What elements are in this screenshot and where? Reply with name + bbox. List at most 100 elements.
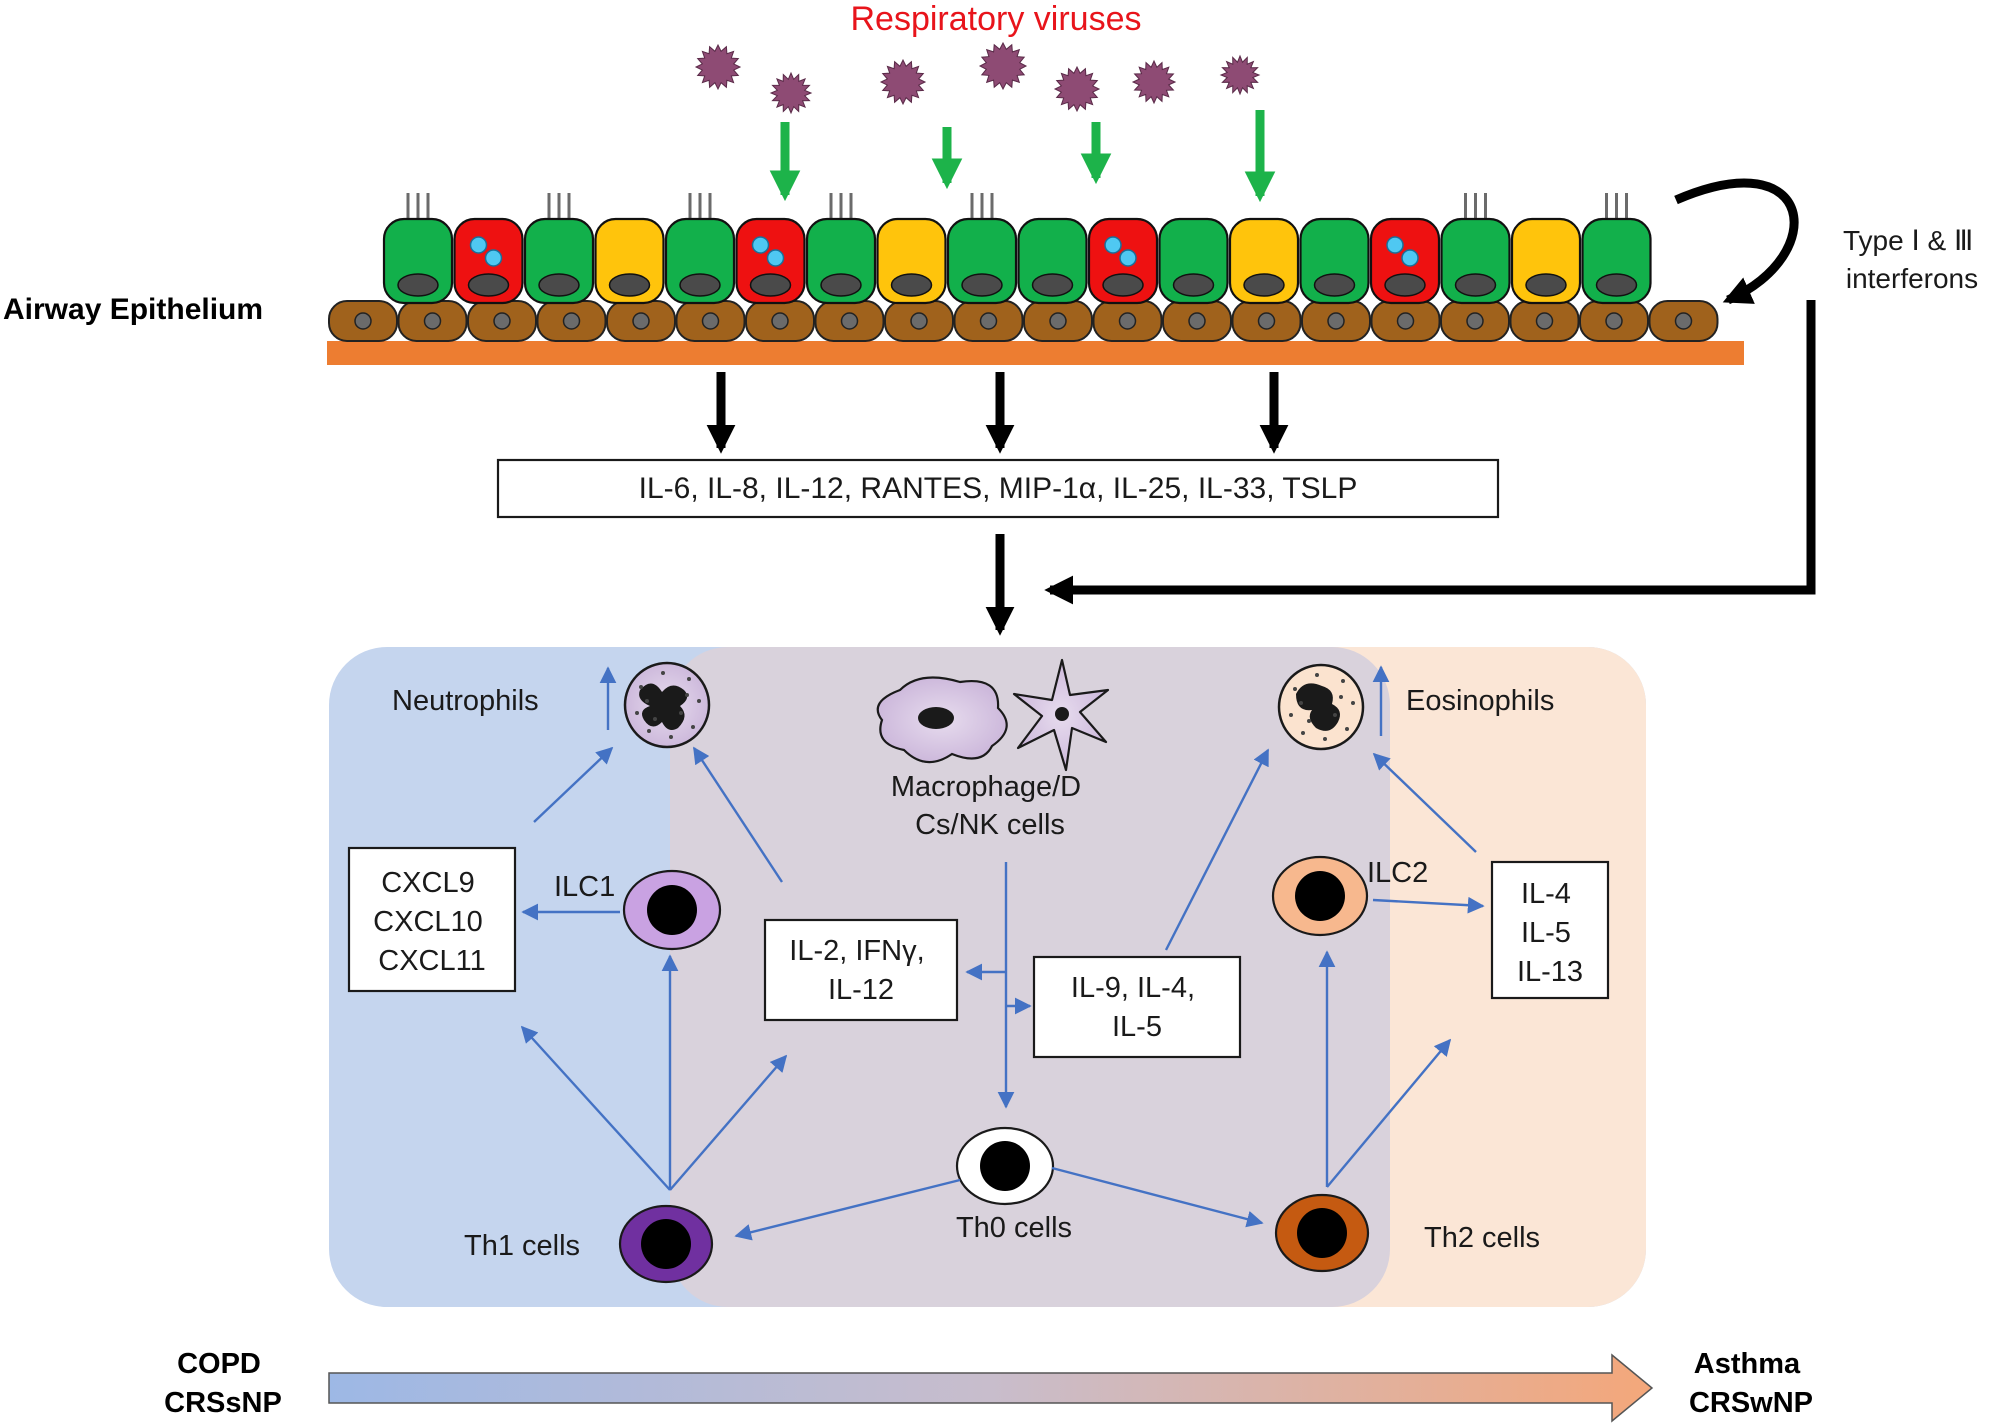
cxcl-item: CXCL10 bbox=[373, 906, 483, 938]
blue-arrow bbox=[533, 746, 614, 823]
basal-cell bbox=[467, 300, 537, 342]
th2-cytokine-box bbox=[1490, 860, 1610, 1000]
label-right-disease: Asthma CRSwNP bbox=[1689, 1348, 1813, 1419]
ilc2-cell bbox=[1271, 855, 1369, 937]
virus-icon bbox=[1053, 65, 1101, 113]
th2-cytokine-item: IL-13 bbox=[1517, 956, 1583, 988]
basement-membrane bbox=[327, 341, 1744, 365]
basal-cell bbox=[328, 300, 398, 342]
ciliated-cell bbox=[1017, 217, 1088, 305]
disease-spectrum-arrow bbox=[328, 1353, 1654, 1423]
cxcl-item: CXCL9 bbox=[381, 867, 475, 899]
th1-cytokine-list: IL-2, IFNγ, IL-12 bbox=[789, 935, 932, 1006]
airway-epithelium bbox=[327, 193, 1744, 365]
blue-arrow bbox=[1372, 896, 1485, 914]
basal-cell bbox=[1092, 300, 1163, 342]
label-ilc1: ILC1 bbox=[554, 871, 615, 903]
macrophage-cell bbox=[876, 676, 1008, 764]
neutrophil-granules bbox=[635, 671, 701, 739]
th2-cytokine-list: IL-4 IL-5 IL-13 bbox=[1517, 878, 1583, 988]
infected-cell bbox=[453, 217, 524, 305]
ciliated-cell bbox=[1299, 217, 1370, 305]
th1-cytokine-line: IL-12 bbox=[828, 974, 894, 1006]
blue-arrow bbox=[520, 1025, 671, 1191]
label-macrophage-line2: Cs/NK cells bbox=[915, 809, 1065, 841]
immune-panel bbox=[329, 647, 1646, 1307]
interferon-feedback-arrow bbox=[1044, 300, 1816, 605]
th2-mix-line: IL-5 bbox=[1112, 1011, 1162, 1043]
virus-icon bbox=[1219, 54, 1261, 96]
label-asthma: Asthma bbox=[1694, 1348, 1801, 1380]
basal-cell bbox=[1509, 300, 1580, 342]
label-th2: Th2 cells bbox=[1424, 1222, 1540, 1254]
title-respiratory-viruses: Respiratory viruses bbox=[851, 0, 1142, 38]
basal-cell bbox=[1023, 300, 1093, 342]
basal-cell bbox=[397, 300, 468, 342]
goblet-cell bbox=[1228, 217, 1300, 305]
virus-icon bbox=[694, 43, 742, 91]
th2-cell bbox=[1274, 1193, 1370, 1273]
th2-mix-line: IL-9, IL-4, bbox=[1071, 972, 1195, 1004]
basal-cell bbox=[536, 300, 607, 342]
ilc1-nucleus bbox=[647, 885, 697, 935]
basal-cell bbox=[745, 300, 815, 342]
cytokine-list: IL-6, IL-8, IL-12, RANTES, MIP-1α, IL-25… bbox=[639, 472, 1358, 505]
ciliated-cell bbox=[523, 193, 595, 305]
virus-particles bbox=[694, 41, 1261, 115]
ciliated-cell bbox=[382, 193, 454, 305]
blue-arrows bbox=[520, 746, 1485, 1241]
ciliated-cell bbox=[664, 193, 736, 305]
virus-icon bbox=[769, 71, 813, 115]
th2-nucleus bbox=[1297, 1208, 1347, 1258]
blue-arrow bbox=[1372, 752, 1477, 853]
th1-cytokine-box bbox=[763, 918, 959, 1022]
th1-cell bbox=[618, 1204, 714, 1284]
label-interferons-line1: Type Ⅰ & Ⅲ bbox=[1843, 225, 1973, 256]
virus-entry-arrows bbox=[769, 110, 1276, 203]
th2-mix-list: IL-9, IL-4, IL-5 bbox=[1071, 972, 1203, 1043]
macrophage-nucleus bbox=[918, 707, 954, 729]
th1-nucleus bbox=[641, 1219, 691, 1269]
ciliated-cell bbox=[1158, 217, 1229, 305]
label-crssnp: CRSsNP bbox=[164, 1387, 282, 1419]
cxcl-list: CXCL9 CXCL10 CXCL11 bbox=[373, 867, 491, 977]
eosinophil-cell bbox=[1277, 663, 1365, 751]
dendritic-cell bbox=[1012, 658, 1110, 772]
ciliated-cell bbox=[946, 193, 1018, 305]
basal-cell bbox=[1231, 300, 1302, 342]
basal-cell bbox=[1440, 300, 1510, 342]
basal-cell-layer bbox=[328, 300, 1719, 342]
th2-mix-box bbox=[1032, 955, 1242, 1059]
label-crswnp: CRSwNP bbox=[1689, 1387, 1813, 1419]
virus-icon bbox=[879, 58, 927, 106]
columnar-cell-layer bbox=[382, 193, 1652, 305]
cxcl-item: CXCL11 bbox=[378, 945, 485, 977]
basal-cell bbox=[814, 300, 885, 342]
basal-cell bbox=[1301, 300, 1371, 342]
infected-cell bbox=[1087, 217, 1159, 305]
label-ilc2: ILC2 bbox=[1367, 857, 1428, 889]
basal-cell bbox=[1370, 300, 1441, 342]
th2-cytokine-item: IL-5 bbox=[1521, 917, 1571, 949]
th0-nucleus bbox=[980, 1141, 1030, 1191]
blue-arrow bbox=[734, 1178, 961, 1241]
blue-arrow bbox=[1326, 1038, 1452, 1188]
th2-cytokine-item: IL-4 bbox=[1521, 878, 1571, 910]
blue-arrow bbox=[692, 746, 784, 883]
th1-cytokine-line: IL-2, IFNγ, bbox=[789, 935, 924, 967]
basal-cell bbox=[606, 300, 676, 342]
ciliated-cell bbox=[805, 193, 877, 305]
label-copd: COPD bbox=[177, 1348, 261, 1380]
cytokine-box bbox=[496, 458, 1500, 519]
th0-cell bbox=[955, 1126, 1055, 1206]
basal-cell bbox=[884, 300, 954, 342]
goblet-cell bbox=[876, 217, 947, 305]
basal-cell bbox=[1162, 300, 1232, 342]
infected-cell bbox=[735, 217, 806, 305]
basal-cell bbox=[1579, 300, 1649, 342]
goblet-cell bbox=[1510, 217, 1582, 305]
blue-arrow bbox=[1164, 748, 1270, 951]
basal-cell bbox=[953, 300, 1024, 342]
label-th1: Th1 cells bbox=[464, 1230, 580, 1262]
